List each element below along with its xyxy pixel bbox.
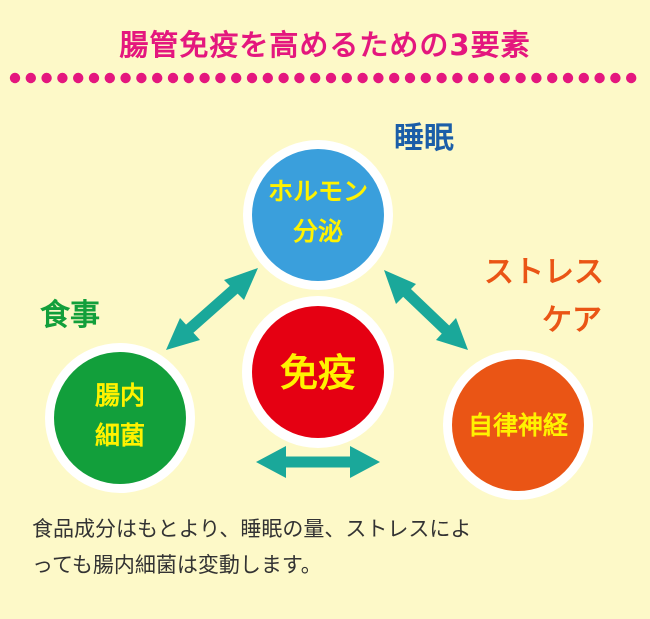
- divider-dot: [104, 72, 116, 84]
- divider-dot: [246, 72, 258, 84]
- divider-dot: [231, 72, 242, 84]
- divider-dot: [152, 72, 163, 84]
- center-node: 免疫: [242, 296, 394, 448]
- arrow-top-left: [166, 268, 258, 350]
- caption-line-1: 食品成分はもとより、睡眠の量、ストレスによ: [32, 517, 472, 541]
- divider-dot: [436, 72, 447, 84]
- right-node: 自律神経: [443, 350, 593, 500]
- divider-dot: [325, 72, 337, 84]
- divider-dot: [499, 72, 510, 84]
- divider-dot: [25, 72, 36, 84]
- divider-dot: [41, 72, 52, 84]
- divider-dot: [468, 72, 479, 84]
- right-node-line-1: 自律神経: [468, 411, 569, 440]
- divider-dot: [452, 72, 463, 84]
- divider-dot: [420, 72, 431, 84]
- divider-dot: [120, 72, 131, 84]
- divider-dot: [404, 72, 416, 84]
- divider-dot: [9, 72, 21, 84]
- divider-dot: [57, 72, 68, 84]
- divider-dot: [183, 72, 194, 84]
- sleep-label: 睡眠: [394, 121, 454, 156]
- divider-dot: [199, 72, 210, 84]
- top-node: ホルモン 分泌: [243, 140, 393, 290]
- stress-label-line-2: ケア: [542, 303, 602, 338]
- divider-dot: [373, 72, 384, 84]
- divider-dot: [562, 72, 574, 84]
- arrow-top-right: [384, 270, 468, 350]
- divider-dot: [610, 72, 621, 84]
- caption-line-2: っても腸内細菌は変動します。: [32, 552, 322, 577]
- stress-label-line-1: ストレス: [484, 255, 604, 290]
- caption: 食品成分はもとより、睡眠の量、ストレスによ っても腸内細菌は変動します。: [32, 512, 632, 583]
- divider-dot: [262, 72, 273, 84]
- center-node-label: 免疫: [280, 351, 356, 395]
- arrow-bottom: [256, 446, 380, 478]
- dotted-divider: [9, 72, 637, 84]
- dot-row: [9, 72, 637, 84]
- left-node: 腸内 細菌: [45, 343, 195, 493]
- food-label: 食事: [40, 298, 100, 333]
- divider-dot: [136, 72, 147, 84]
- left-node-line-2: 細菌: [95, 421, 145, 450]
- divider-dot: [547, 72, 558, 84]
- divider-dot: [341, 72, 352, 84]
- divider-dot: [626, 72, 637, 84]
- divider-dot: [389, 72, 400, 84]
- divider-dot: [215, 72, 226, 84]
- divider-dot: [278, 72, 289, 84]
- left-node-line-1: 腸内: [95, 381, 145, 410]
- divider-dot: [167, 72, 179, 84]
- divider-dot: [357, 72, 368, 84]
- top-node-line-1: ホルモン: [268, 177, 368, 206]
- divider-dot: [88, 72, 100, 84]
- divider-dot: [594, 72, 605, 84]
- divider-dot: [73, 72, 84, 84]
- divider-dot: [294, 72, 305, 84]
- divider-dot: [578, 72, 589, 84]
- page-title: 腸管免疫を高めるための3要素: [119, 28, 531, 62]
- divider-dot: [483, 72, 495, 84]
- divider-dot: [531, 72, 542, 84]
- divider-dot: [310, 72, 321, 84]
- divider-dot: [515, 72, 526, 84]
- top-node-line-2: 分泌: [293, 217, 343, 246]
